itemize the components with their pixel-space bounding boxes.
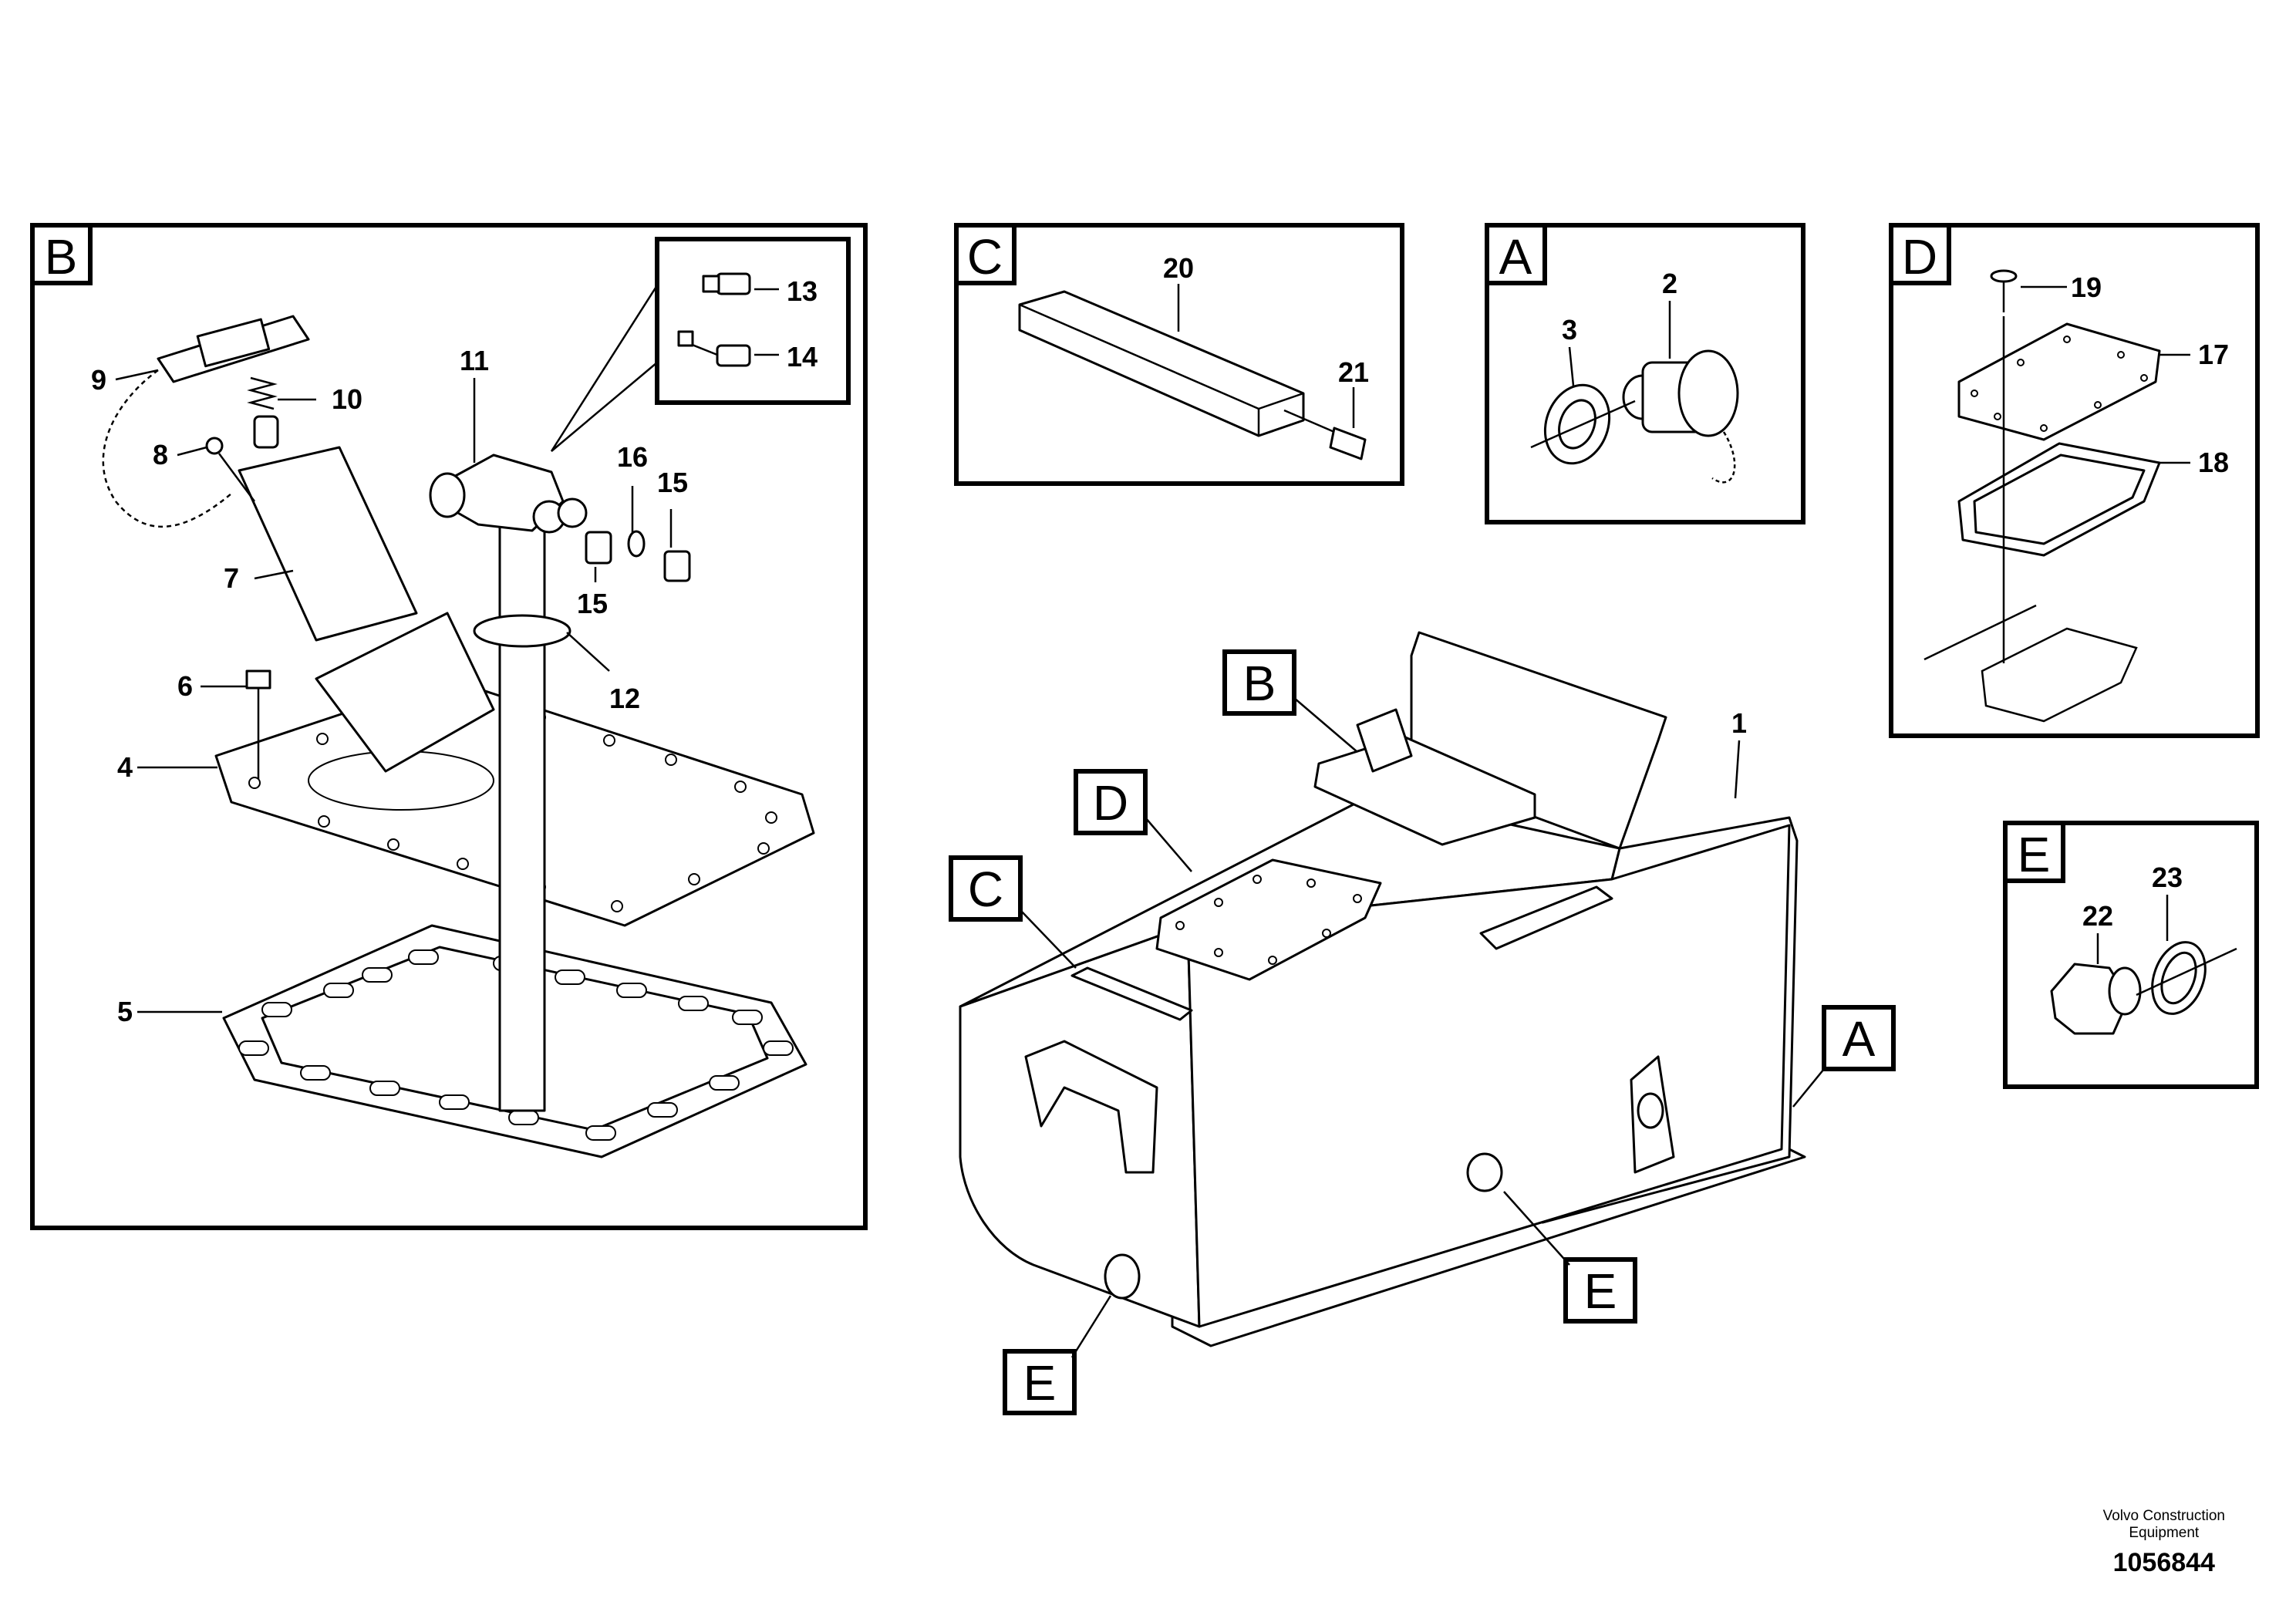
credit-line-2: Equipment (2129, 1525, 2200, 1541)
coupling-2 (1622, 349, 1739, 484)
panel-a-label: A (1499, 229, 1532, 285)
callout-d: D (1093, 775, 1128, 831)
label-part-15-lower: 15 (577, 588, 608, 619)
filler-neck-7 (238, 446, 495, 773)
axis-line-e (2136, 947, 2237, 996)
callout-e-front-leader (1070, 1295, 1112, 1358)
panel-d-label-box (1889, 223, 1951, 285)
screw-19 (1990, 269, 2018, 312)
publisher-credit: Volvo Construction Equipment 1056844 (2103, 1508, 2225, 1578)
axis-line-a (1530, 400, 1636, 449)
fitting-14 (677, 330, 751, 367)
washer-23 (2151, 941, 2207, 1015)
diagram-number: 1056844 (2112, 1548, 2215, 1577)
callout-e-side: E (1584, 1263, 1617, 1319)
screw-8 (205, 437, 256, 502)
label-part-15-upper: 15 (657, 467, 688, 498)
panel-b-frame (30, 223, 868, 1230)
panel-d-frame (1889, 223, 2260, 738)
callout-box-b (1222, 649, 1296, 716)
panel-b-label: B (45, 229, 78, 285)
fuel-tank-1 (959, 631, 1806, 1347)
inset-pointer (550, 285, 659, 452)
cover-opening-d (1923, 604, 2138, 723)
gasket-18 (1957, 442, 2161, 557)
callout-a-leader (1792, 1068, 1825, 1108)
credit-line-1: Volvo Construction (2102, 1508, 2225, 1524)
callout-b-leader (1293, 697, 1358, 753)
label-part-8: 8 (153, 439, 168, 470)
label-part-2: 2 (1662, 268, 1677, 299)
label-part-19: 19 (2071, 271, 2102, 303)
callout-box-d (1074, 769, 1148, 835)
label-part-18: 18 (2198, 447, 2229, 478)
cover-17 (1957, 322, 2161, 441)
panel-e-label-box (2003, 821, 2065, 883)
panel-a-frame (1485, 223, 1805, 524)
callout-c: C (968, 862, 1003, 917)
panel-e-label: E (2018, 827, 2051, 882)
label-part-7: 7 (224, 562, 239, 594)
sender-tube (498, 523, 546, 1112)
panel-e: E 22 23 (2003, 821, 2259, 1089)
callout-box-a (1822, 1005, 1896, 1071)
label-part-10: 10 (332, 383, 362, 415)
plug-e-side (1466, 1152, 1503, 1192)
plug-22 (2050, 963, 2142, 1035)
fitting-13 (702, 272, 751, 295)
callout-b: B (1243, 656, 1276, 711)
washer-3 (1543, 383, 1611, 465)
callout-box-e-side (1563, 1257, 1637, 1324)
panel-d-label: D (1902, 229, 1937, 285)
label-part-21: 21 (1338, 356, 1369, 388)
panel-e-frame (2003, 821, 2259, 1089)
main-callouts: B D C A E E 1 (949, 649, 1896, 1415)
callout-a: A (1843, 1011, 1876, 1067)
panel-a-label-box (1485, 223, 1547, 285)
elbow-11 (429, 454, 588, 534)
panel-b-leaders (115, 288, 779, 1013)
sealing-ring-12 (473, 614, 571, 648)
leader-3 (1568, 346, 1575, 386)
label-part-4: 4 (117, 751, 133, 783)
label-part-1: 1 (1731, 707, 1747, 739)
label-part-13: 13 (787, 275, 818, 307)
callout-c-leader (1020, 909, 1077, 969)
pin-21 (1283, 409, 1367, 460)
callout-d-leader (1145, 817, 1192, 872)
leader-1 (1734, 740, 1741, 799)
label-part-17: 17 (2198, 339, 2229, 370)
callout-e-front: E (1023, 1355, 1057, 1411)
label-part-5: 5 (117, 996, 133, 1027)
callout-e-side-leader (1503, 1191, 1570, 1266)
plug-15-washer-16 (585, 530, 691, 582)
label-part-14: 14 (787, 341, 818, 373)
label-part-11: 11 (460, 345, 489, 376)
inset-box-13-14 (655, 237, 851, 405)
panel-b: B (30, 223, 868, 1230)
panel-d: D 19 17 18 (1889, 223, 2260, 738)
screw-6 (245, 669, 271, 779)
label-part-12: 12 (609, 683, 640, 714)
callout-box-e-front (1003, 1349, 1077, 1415)
panel-c-frame (954, 223, 1404, 486)
label-part-9: 9 (91, 364, 106, 396)
label-part-23: 23 (2152, 862, 2183, 893)
spring-10 (247, 376, 279, 449)
panel-c: C 20 21 (954, 223, 1404, 486)
label-part-6: 6 (177, 670, 193, 702)
label-part-22: 22 (2082, 900, 2113, 932)
panel-c-label: C (967, 229, 1003, 285)
cap-9 (102, 315, 310, 528)
bar-20 (1018, 290, 1305, 437)
panel-c-label-box (954, 223, 1017, 285)
label-part-16: 16 (617, 441, 648, 473)
plug-e-front (1104, 1253, 1141, 1300)
panel-b-label-box (30, 223, 93, 285)
panel-a: A 3 2 (1485, 223, 1805, 524)
label-part-3: 3 (1562, 314, 1577, 346)
callout-box-c (949, 855, 1023, 922)
label-part-20: 20 (1163, 252, 1194, 284)
